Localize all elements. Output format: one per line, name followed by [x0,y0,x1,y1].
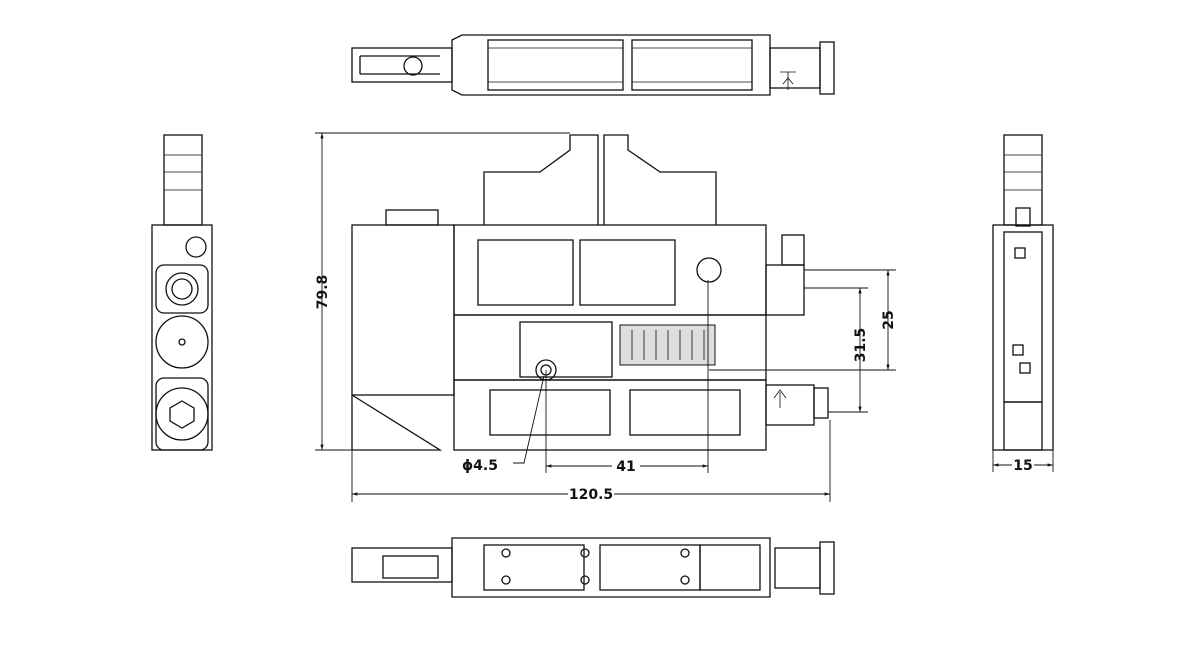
dimension-hole-pitch-label: 41 [616,459,635,475]
dimension-port-a-label: 31.5 [853,328,869,363]
dimension-overall-length: 120.5 [351,420,831,503]
dimension-port-b: 25 [709,269,897,371]
dimension-hole-diameter: ϕ4.5 [462,375,545,474]
bottom-view [351,537,835,598]
dimension-hole-diameter-label: ϕ4.5 [462,458,498,474]
dimension-width-label: 15 [1013,458,1032,474]
left-view [151,134,213,451]
dimension-hole-pitch: 41 [545,280,709,475]
dimension-port-a: 31.5 [804,287,869,413]
dimension-port-b-label: 25 [881,310,897,329]
front-view [351,134,829,451]
dimension-width: 15 [992,450,1054,474]
top-view [351,34,835,96]
dimension-height: 79.8 [315,132,570,451]
right-view [992,134,1054,451]
dimension-overall-length-label: 120.5 [569,487,613,503]
dimension-height-label: 79.8 [315,275,331,310]
